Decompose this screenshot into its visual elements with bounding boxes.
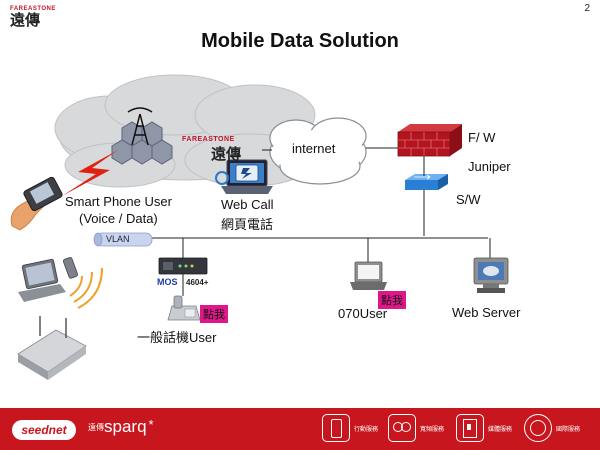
fareastone-logo: FAREASTONE 遠傳 — [10, 6, 58, 40]
mobile-service-icon[interactable] — [322, 414, 350, 442]
user070-laptop-icon — [350, 261, 387, 290]
mos-model-label: 4604+ — [186, 278, 209, 287]
sparq-text: sparq — [104, 417, 147, 436]
switch-icon — [405, 174, 448, 190]
mos-gateway-icon — [158, 257, 208, 275]
web-call-laptop-icon — [215, 159, 273, 194]
wireless-laptop-icon — [18, 258, 66, 302]
seednet-logo: seednet — [12, 420, 76, 440]
firewall-label: F/ W — [468, 130, 496, 145]
smartphone-user-sublabel: (Voice / Data) — [79, 211, 158, 226]
smartphone-user-label: Smart Phone User — [65, 194, 172, 209]
wireless-router-icon — [17, 316, 87, 380]
telephone-icon — [167, 295, 201, 321]
connection-lines — [150, 147, 491, 296]
landline-user-label: 一般話機User — [137, 330, 217, 345]
network-diagram — [10, 74, 509, 380]
vlan-tube — [93, 232, 153, 247]
web-call-label: Web Call — [221, 197, 274, 212]
wifi-waves-icon — [69, 267, 103, 309]
footer-bar — [0, 408, 600, 450]
landline-click-me-link[interactable]: 點我 — [200, 305, 228, 323]
vlan-label: VLAN — [106, 234, 130, 244]
footer-item-international[interactable]: 國際服務 — [556, 427, 581, 433]
sparq-logo: 遠傳sparq* — [88, 417, 154, 437]
footer-item-mobile[interactable]: 行動服務 — [354, 427, 379, 433]
cell-tower-icon — [127, 107, 153, 146]
seednet-text: seednet — [21, 423, 67, 437]
mobile-phone-icon — [62, 257, 78, 279]
cloud-brand-label: FAREASTONE — [182, 136, 235, 143]
firewall-icon — [397, 124, 462, 157]
media-service-icon[interactable] — [456, 414, 484, 442]
cloud-cn-label: 遠傳 — [211, 146, 242, 163]
footer-item-broadband[interactable]: 寬頻服務 — [420, 427, 445, 433]
web-call-cn-label: 網頁電話 — [221, 217, 274, 232]
broadband-service-icon[interactable] — [388, 414, 416, 442]
international-service-icon[interactable] — [524, 414, 552, 442]
page-title: Mobile Data Solution — [201, 30, 399, 52]
logo-cn: 遠傳 — [10, 12, 41, 29]
sparq-star-icon: * — [148, 417, 154, 432]
juniper-label: Juniper — [468, 159, 511, 174]
wireless-bolt-icon — [62, 150, 118, 196]
internet-label: internet — [292, 141, 336, 156]
switch-label: S/W — [456, 192, 481, 207]
sparq-cn-text: 遠傳 — [88, 423, 104, 433]
mos-label: MOS — [157, 277, 178, 287]
logo-brand: FAREASTONE — [10, 6, 56, 12]
web-server-label: Web Server — [452, 305, 521, 320]
smartphone-hand-icon — [10, 176, 63, 231]
user070-click-me-link[interactable]: 點我 — [378, 291, 406, 309]
web-server-monitor-icon — [473, 257, 509, 293]
footer-item-media[interactable]: 媒體服務 — [488, 427, 513, 433]
user070-label: 070User — [338, 306, 388, 321]
page-number: 2 — [584, 3, 590, 14]
